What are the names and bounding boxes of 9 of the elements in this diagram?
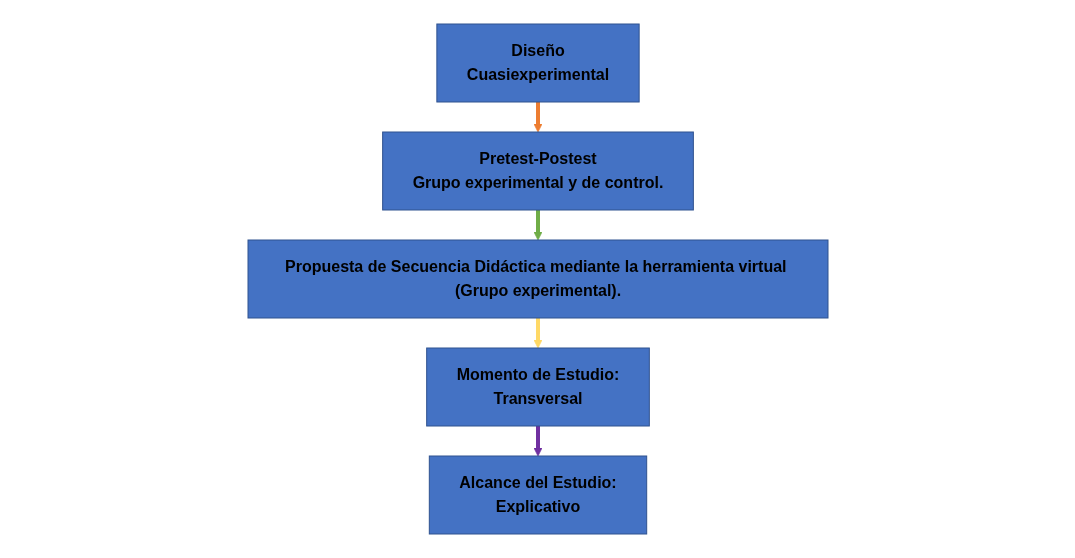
arrow	[533, 102, 542, 133]
arrow	[533, 318, 542, 349]
node-box: Pretest-Postest Grupo experimental y de control.	[381, 131, 694, 211]
arrow	[533, 426, 542, 457]
node-box: Momento de Estudio: Transversal	[425, 347, 650, 427]
node-box: Propuesta de Secuencia Didáctica mediante la herramienta virtual (Grupo experimental).	[247, 239, 828, 319]
node-box: Diseño Cuasiexperimental	[435, 23, 640, 103]
arrow	[533, 210, 542, 241]
node-box: Alcance del Estudio: Explicativo	[428, 455, 647, 535]
